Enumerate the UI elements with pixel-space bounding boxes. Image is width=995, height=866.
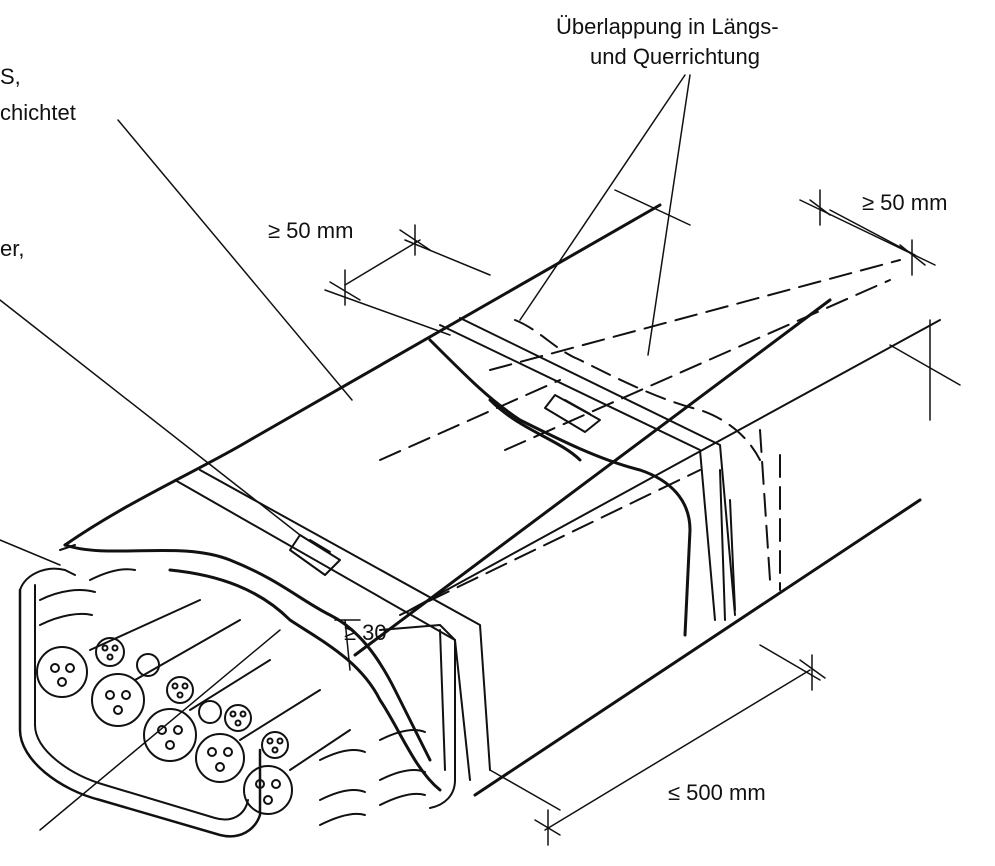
overlap-label-line2: und Querrichtung bbox=[590, 44, 760, 69]
dim-50-left bbox=[324, 224, 491, 336]
banding-strap-rear bbox=[439, 317, 736, 621]
leader-lines bbox=[0, 74, 691, 831]
dimension-500mm-label: ≤ 500 mm bbox=[668, 780, 766, 805]
cables bbox=[36, 599, 351, 815]
left-label-fragment: er, bbox=[0, 236, 24, 261]
cable-tray-end bbox=[18, 544, 456, 838]
tray-slots bbox=[39, 568, 426, 826]
dimension-50mm-left-label: ≥ 50 mm bbox=[268, 218, 353, 243]
top-left-label-fragment-2: chichtet bbox=[0, 100, 76, 125]
overlap-label-line1: Überlappung in Längs- bbox=[556, 14, 779, 39]
dim-right-edge bbox=[889, 319, 961, 421]
labels: Überlappung in Längs- und Querrichtung S… bbox=[0, 14, 947, 805]
dimension-50mm-right-label: ≥ 50 mm bbox=[862, 190, 947, 215]
top-left-label-fragment-1: S, bbox=[0, 64, 21, 89]
dimension-30-label: ≥ 30 bbox=[344, 620, 387, 645]
dim-30 bbox=[334, 619, 361, 671]
wrap-overlap-edges bbox=[63, 319, 761, 792]
dim-50-right bbox=[614, 189, 936, 276]
dim-500 bbox=[489, 644, 826, 846]
